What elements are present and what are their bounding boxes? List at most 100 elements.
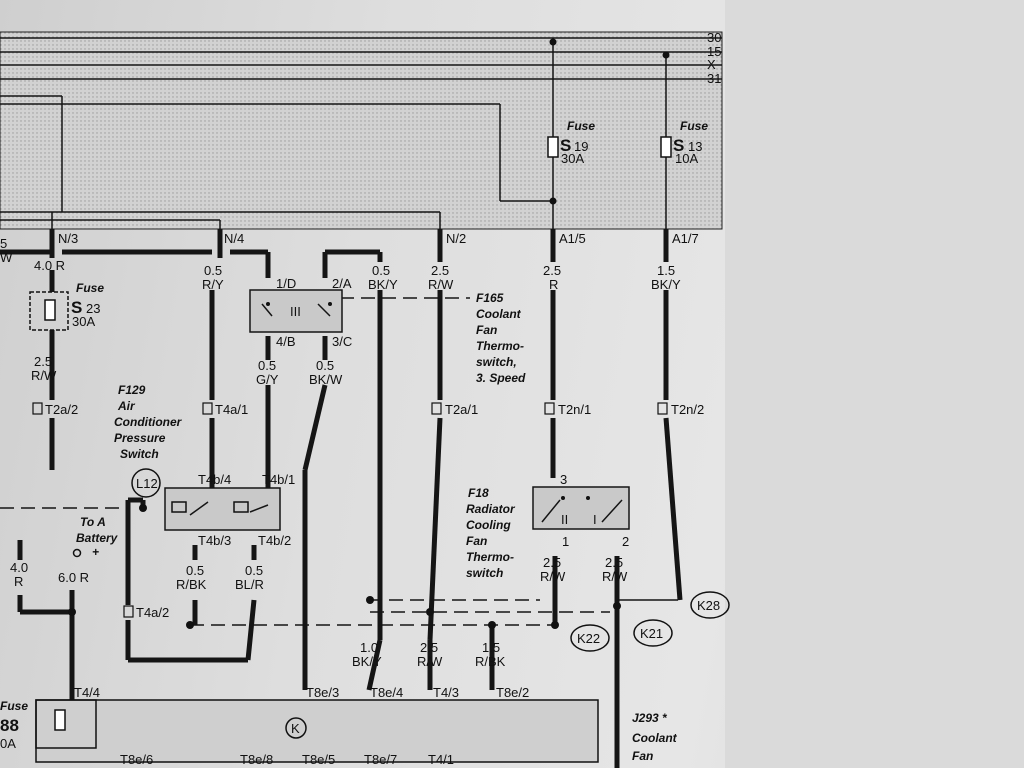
panel-connectors: N/3 N/4 N/2 A1/5 A1/7	[58, 231, 699, 246]
svg-text:R/W: R/W	[428, 277, 454, 292]
svg-text:2.5: 2.5	[431, 263, 449, 278]
svg-text:R/Y: R/Y	[202, 277, 224, 292]
svg-text:88: 88	[0, 716, 19, 735]
svg-text:T2n/1: T2n/1	[558, 402, 591, 417]
fuse-s23: Fuse S 23 30A	[29, 281, 104, 331]
svg-text:Cooling: Cooling	[466, 518, 511, 532]
component-j293-label: J293 * Coolant Fan	[632, 711, 678, 763]
svg-text:R/W: R/W	[540, 569, 566, 584]
svg-text:T4b/2: T4b/2	[258, 533, 291, 548]
svg-text:0.5: 0.5	[316, 358, 334, 373]
svg-text:T8e/6: T8e/6	[120, 752, 153, 767]
svg-text:0.5: 0.5	[372, 263, 390, 278]
svg-text:2/A: 2/A	[332, 276, 352, 291]
svg-text:T4b/3: T4b/3	[198, 533, 231, 548]
svg-text:R: R	[14, 574, 23, 589]
svg-text:T2a/2: T2a/2	[45, 402, 78, 417]
svg-text:N/3: N/3	[58, 231, 78, 246]
component-f129-label: F129 Air Conditioner Pressure Switch	[114, 383, 183, 461]
svg-text:S: S	[560, 136, 571, 155]
svg-text:Fan: Fan	[632, 749, 653, 763]
svg-text:2.5: 2.5	[543, 263, 561, 278]
f165-switch: III	[249, 289, 343, 333]
svg-text:T4/3: T4/3	[433, 685, 459, 700]
svg-text:switch: switch	[466, 566, 503, 580]
svg-text:+: +	[92, 545, 99, 559]
svg-text:T8e/7: T8e/7	[364, 752, 397, 767]
svg-text:Fuse: Fuse	[680, 119, 708, 133]
svg-text:T8e/8: T8e/8	[240, 752, 273, 767]
fuse-s13: Fuse S 13 10A	[660, 119, 708, 166]
svg-text:4/B: 4/B	[276, 334, 296, 349]
svg-text:Thermo-: Thermo-	[476, 339, 524, 353]
battery-label: To A Battery +	[72, 515, 119, 559]
svg-text:0.5: 0.5	[186, 563, 204, 578]
svg-text:N/2: N/2	[446, 231, 466, 246]
svg-text:1/D: 1/D	[276, 276, 296, 291]
relay-panel	[0, 31, 723, 230]
pin-labels: 1/D 2/A 4/B 3/C 3 1 2	[276, 276, 629, 549]
connector-labels: T2a/2 T4a/1 T2a/1 T2n/1 T2n/2 T4b/4 T4b/…	[32, 402, 704, 767]
svg-text:W: W	[0, 250, 13, 265]
svg-text:2.5: 2.5	[605, 555, 623, 570]
svg-text:1.5: 1.5	[657, 263, 675, 278]
svg-text:30A: 30A	[561, 151, 584, 166]
svg-text:6.0 R: 6.0 R	[58, 570, 89, 585]
svg-text:Fan: Fan	[466, 534, 487, 548]
svg-text:13: 13	[688, 139, 702, 154]
reference-circles: L12 K28 K22 K21	[131, 468, 730, 652]
svg-text:T2n/2: T2n/2	[671, 402, 704, 417]
svg-text:Coolant: Coolant	[632, 731, 678, 745]
svg-text:0.5: 0.5	[245, 563, 263, 578]
svg-text:R/W: R/W	[602, 569, 628, 584]
svg-text:2.5: 2.5	[543, 555, 561, 570]
svg-text:T4b/1: T4b/1	[262, 472, 295, 487]
control-unit-bar: K	[35, 699, 599, 763]
ref-k28: K28	[697, 598, 720, 613]
switch-mark-ii: II	[561, 512, 568, 527]
component-f165-label: F165 Coolant Fan Thermo- switch, 3. Spee…	[476, 291, 526, 385]
svg-text:5: 5	[0, 236, 7, 251]
fuse-s19: Fuse S 19 30A	[547, 119, 595, 166]
ref-l12: L12	[136, 476, 158, 491]
svg-text:Fuse: Fuse	[76, 281, 104, 295]
bus-label-15: 15	[707, 44, 721, 59]
svg-text:3. Speed: 3. Speed	[476, 371, 526, 385]
svg-text:S: S	[673, 136, 684, 155]
svg-text:T8e/5: T8e/5	[302, 752, 335, 767]
svg-text:Radiator: Radiator	[466, 502, 516, 516]
svg-text:switch,: switch,	[476, 355, 517, 369]
svg-text:T4b/4: T4b/4	[198, 472, 231, 487]
svg-text:Coolant: Coolant	[476, 307, 522, 321]
svg-text:T4/1: T4/1	[428, 752, 454, 767]
svg-text:To A: To A	[80, 515, 106, 529]
svg-text:BK/Y: BK/Y	[368, 277, 398, 292]
svg-text:R/BK: R/BK	[475, 654, 506, 669]
svg-text:A1/7: A1/7	[672, 231, 699, 246]
svg-text:Fuse: Fuse	[0, 699, 28, 713]
svg-text:R: R	[549, 277, 558, 292]
svg-text:19: 19	[574, 139, 588, 154]
wire-labels: 5 W 4.0 R 2.5 R/W 0.5 R/Y 0.5 BK/Y 2.5 R…	[0, 236, 681, 669]
svg-text:F165: F165	[476, 291, 504, 305]
svg-text:Conditioner: Conditioner	[114, 415, 183, 429]
svg-text:A1/5: A1/5	[559, 231, 586, 246]
svg-text:30A: 30A	[72, 314, 95, 329]
svg-text:4.0 R: 4.0 R	[34, 258, 65, 273]
svg-text:1: 1	[562, 534, 569, 549]
svg-text:T2a/1: T2a/1	[445, 402, 478, 417]
fuse-s88: Fuse 88 0A	[0, 699, 28, 751]
svg-text:Air: Air	[117, 399, 136, 413]
svg-text:Fuse: Fuse	[567, 119, 595, 133]
ref-k: K	[291, 721, 300, 736]
svg-text:0.5: 0.5	[258, 358, 276, 373]
svg-text:1.5: 1.5	[482, 640, 500, 655]
svg-text:T4/4: T4/4	[74, 685, 100, 700]
svg-text:F129: F129	[118, 383, 146, 397]
svg-text:3: 3	[560, 472, 567, 487]
svg-text:BK/Y: BK/Y	[651, 277, 681, 292]
svg-text:BK/W: BK/W	[309, 372, 343, 387]
svg-text:F18: F18	[468, 486, 489, 500]
svg-text:S: S	[71, 298, 82, 317]
